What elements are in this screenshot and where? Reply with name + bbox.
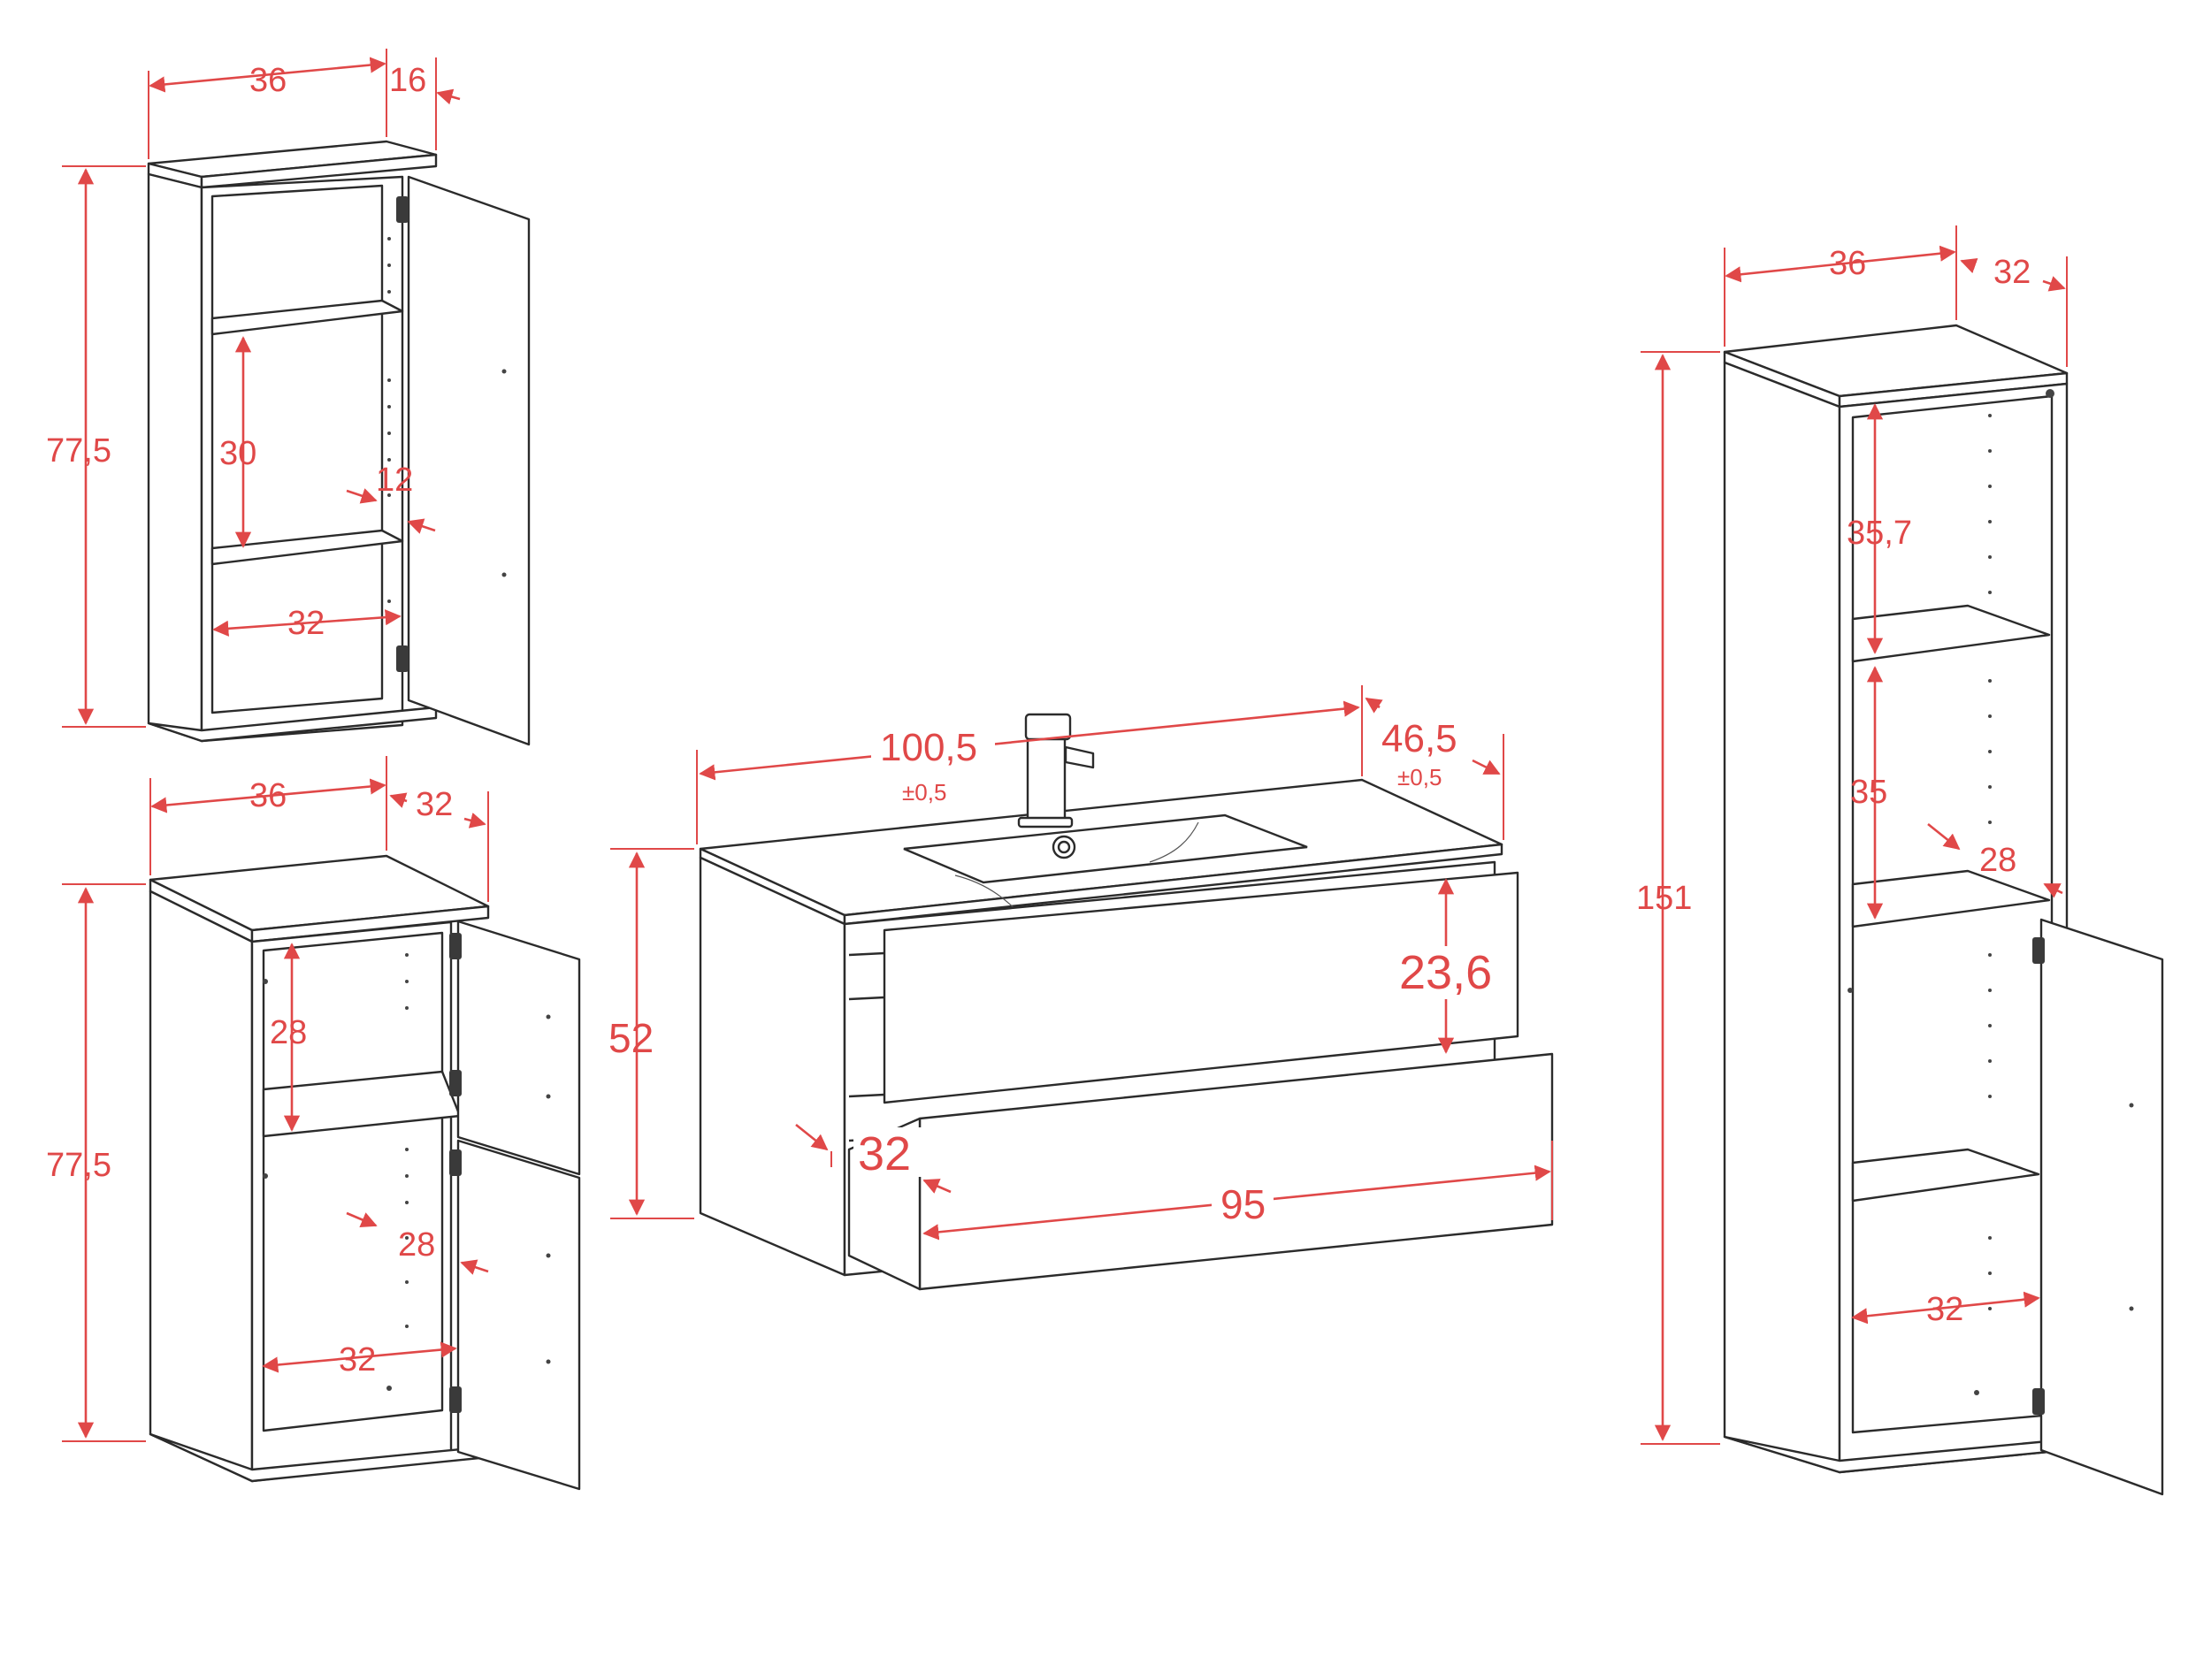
base-cabinet-inner-width-label: 32 bbox=[339, 1341, 376, 1378]
vanity-width-label: 100,5 bbox=[880, 726, 977, 769]
wall-cabinet-inner-width-label: 32 bbox=[287, 605, 325, 642]
base-cabinet-height-label: 77,5 bbox=[46, 1147, 111, 1184]
base-cabinet: 36 32 77,5 28 28 32 bbox=[46, 756, 581, 1491]
vanity-drawer-depth-label: 32 bbox=[858, 1127, 911, 1180]
base-cabinet-shelf-height-label: 28 bbox=[270, 1014, 307, 1051]
base-cabinet-width-label: 36 bbox=[249, 777, 287, 814]
tall-cabinet-door-gap-label: 28 bbox=[1979, 842, 2016, 879]
wall-cabinet-shelf-height-label: 30 bbox=[219, 435, 256, 472]
vanity-depth-label: 46,5 bbox=[1381, 717, 1457, 760]
wall-cabinet-depth-label: 16 bbox=[389, 62, 426, 99]
wall-cabinet-width-label: 36 bbox=[249, 62, 287, 99]
wall-cabinet-height-label: 77,5 bbox=[46, 432, 111, 470]
vanity-unit: 100,5 ±0,5 46,5 ±0,5 52 23,6 32 95 bbox=[608, 685, 1554, 1291]
tall-cabinet-depth-label: 32 bbox=[1993, 254, 2031, 291]
tall-cabinet-width-label: 36 bbox=[1829, 245, 1866, 282]
vanity-width-tolerance-label: ±0,5 bbox=[902, 779, 946, 806]
vanity-depth-tolerance-label: ±0,5 bbox=[1397, 764, 1442, 790]
vanity-height-label: 52 bbox=[608, 1015, 654, 1061]
wall-cabinet: 36 16 77,5 30 12 32 bbox=[46, 49, 531, 746]
base-cabinet-door-gap-label: 28 bbox=[398, 1226, 435, 1264]
tall-cabinet-height-label: 151 bbox=[1636, 880, 1692, 917]
tall-cabinet-inner-width-label: 32 bbox=[1926, 1291, 1963, 1328]
vanity-drawer-width-label: 95 bbox=[1220, 1181, 1266, 1227]
tall-cabinet: 36 32 151 35,7 35 28 32 bbox=[1636, 225, 2164, 1496]
tall-cabinet-middle-shelf-label: 35 bbox=[1850, 774, 1887, 811]
tall-cabinet-upper-shelf-label: 35,7 bbox=[1847, 515, 1912, 552]
base-cabinet-depth-label: 32 bbox=[416, 786, 453, 823]
vanity-drawer-height-label: 23,6 bbox=[1399, 946, 1492, 999]
wall-cabinet-door-gap-label: 12 bbox=[376, 462, 413, 499]
